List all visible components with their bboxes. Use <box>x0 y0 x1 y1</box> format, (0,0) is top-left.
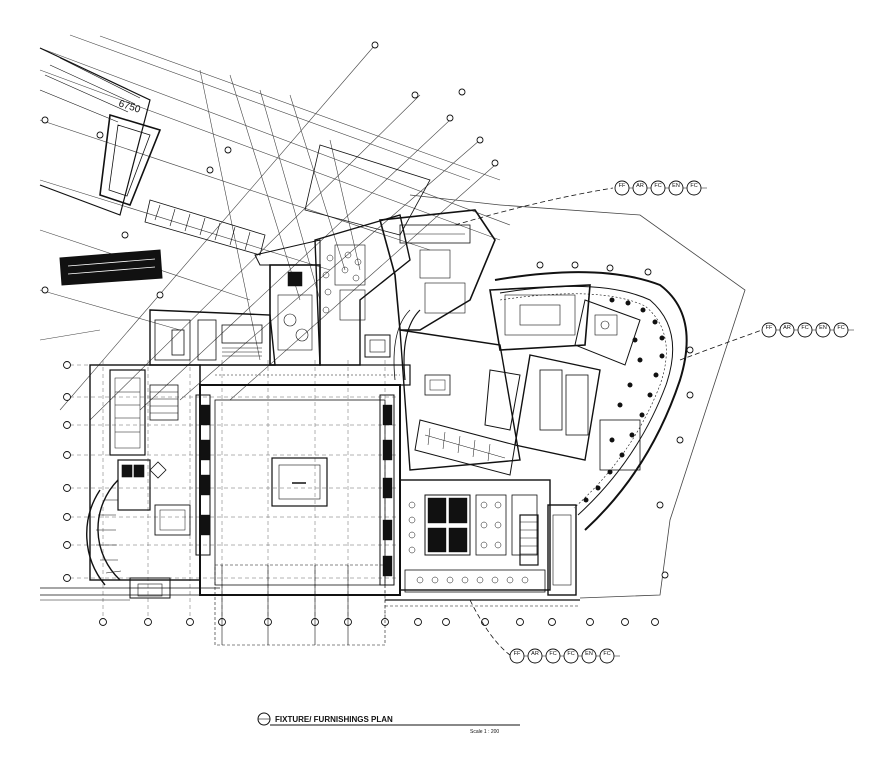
svg-text:EN: EN <box>672 183 680 189</box>
svg-text:FC: FC <box>690 183 697 189</box>
callout-tag: FF <box>509 648 525 664</box>
callout-tag: AR <box>527 648 543 664</box>
callout-north: FF AR FC EN FC <box>614 180 707 196</box>
svg-text:FF: FF <box>766 325 773 331</box>
svg-text:AR: AR <box>783 325 791 331</box>
title-block: FIXTURE/ FURNISHINGS PLAN Scale 1 : 200 <box>257 712 520 735</box>
svg-text:EN: EN <box>819 325 827 331</box>
svg-text:FF: FF <box>514 651 521 657</box>
north-east-wing <box>378 209 496 381</box>
svg-text:FC: FC <box>567 651 574 657</box>
svg-text:FF: FF <box>619 183 626 189</box>
svg-text:FC: FC <box>549 651 556 657</box>
callout-east: FF AR FC EN FC <box>761 322 854 338</box>
callout-tag: FF <box>614 180 630 196</box>
svg-text:FC: FC <box>603 651 610 657</box>
svg-text:EN: EN <box>585 651 593 657</box>
callout-tag: FC <box>599 648 615 664</box>
drawing-title: FIXTURE/ FURNISHINGS PLAN <box>275 715 393 724</box>
callout-tag: EN <box>815 322 831 338</box>
callout-tag: EN <box>668 180 684 196</box>
callout-tag: AR <box>779 322 795 338</box>
column-grid-bubbles <box>99 618 659 626</box>
callout-leaders <box>454 187 763 656</box>
callout-tag: AR <box>632 180 648 196</box>
dimension-label: 6750 <box>117 98 142 115</box>
svg-text:FC: FC <box>837 325 844 331</box>
callout-tag: FC <box>797 322 813 338</box>
callout-tag: FC <box>545 648 561 664</box>
north-lobby <box>149 214 411 366</box>
callout-tag: FC <box>833 322 849 338</box>
upper-left-structure <box>39 47 431 286</box>
drawing-scale: Scale 1 : 200 <box>470 729 499 735</box>
west-wing <box>40 364 220 601</box>
callout-tag: FF <box>761 322 777 338</box>
south-dining <box>385 329 580 607</box>
svg-text:AR: AR <box>531 651 539 657</box>
callout-tag: EN <box>581 648 597 664</box>
svg-text:FC: FC <box>801 325 808 331</box>
site-boundary <box>409 194 746 599</box>
skew-grid-bubbles <box>41 41 694 579</box>
callout-south: FF AR FC FC EN FC <box>509 648 620 664</box>
east-restaurant <box>484 271 688 531</box>
central-courtyard <box>195 364 411 646</box>
svg-text:AR: AR <box>636 183 644 189</box>
callout-tag: FC <box>686 180 702 196</box>
row-grid-bubbles <box>63 361 71 582</box>
callout-tag: FC <box>650 180 666 196</box>
row-grid-lines <box>70 364 400 579</box>
callout-tag: FC <box>563 648 579 664</box>
svg-text:FC: FC <box>654 183 661 189</box>
